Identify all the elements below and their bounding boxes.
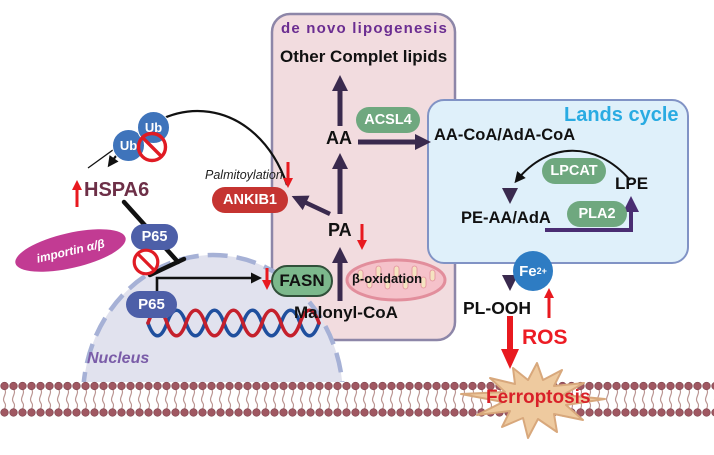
lipid-bilayer-membrane — [0, 381, 714, 417]
nucleus-label: Nucleus — [87, 350, 150, 367]
beta-oxidation-label: β-oxidation — [352, 271, 423, 286]
ferroptosis-star — [460, 362, 606, 439]
lpcat-enzyme-pill: LPCAT — [542, 158, 606, 184]
fe-charge: 2+ — [536, 266, 547, 276]
dna-helix — [146, 308, 321, 338]
lipogenesis-box-title: de novo lipogenesis — [281, 20, 448, 37]
blocked-ubiquitination-icon — [136, 131, 168, 163]
aa-coa-label: AA-CoA/AdA-CoA — [434, 126, 576, 144]
palmitoylation-label: Palmitoylation — [205, 168, 283, 182]
pl-ooh-label: PL-OOH — [463, 298, 532, 318]
pathway-arrows-purple — [291, 75, 639, 301]
fasn-pill: FASN — [271, 265, 333, 297]
regulation-arrows-red — [72, 162, 554, 369]
other-complet-lipids-label: Other Complet lipids — [280, 47, 448, 66]
aa-label: AA — [326, 128, 352, 148]
ankib1-pill: ANKIB1 — [212, 187, 288, 213]
lands-cycle-title: Lands cycle — [564, 104, 679, 126]
pa-label: PA — [328, 220, 352, 240]
lpe-label: LPE — [615, 174, 649, 193]
mitochondria-icon — [345, 258, 447, 302]
acsl4-enzyme-pill: ACSL4 — [356, 107, 420, 133]
ferroptosis-label: Ferroptosis — [486, 387, 591, 408]
pla2-enzyme-pill: PLA2 — [567, 201, 627, 227]
ros-label: ROS — [522, 326, 568, 349]
p65-nucleus-pill: P65 — [126, 291, 177, 318]
malonyl-coa-label: Malonyl-CoA — [294, 303, 398, 322]
fe-symbol: Fe — [519, 262, 537, 280]
pe-aa-label: PE-AA/AdA — [461, 209, 551, 227]
blocked-nuclear-import-icon — [132, 248, 160, 276]
hspa6-label: HSPA6 — [84, 179, 150, 201]
p65-cytoplasm-pill: P65 — [131, 224, 178, 250]
